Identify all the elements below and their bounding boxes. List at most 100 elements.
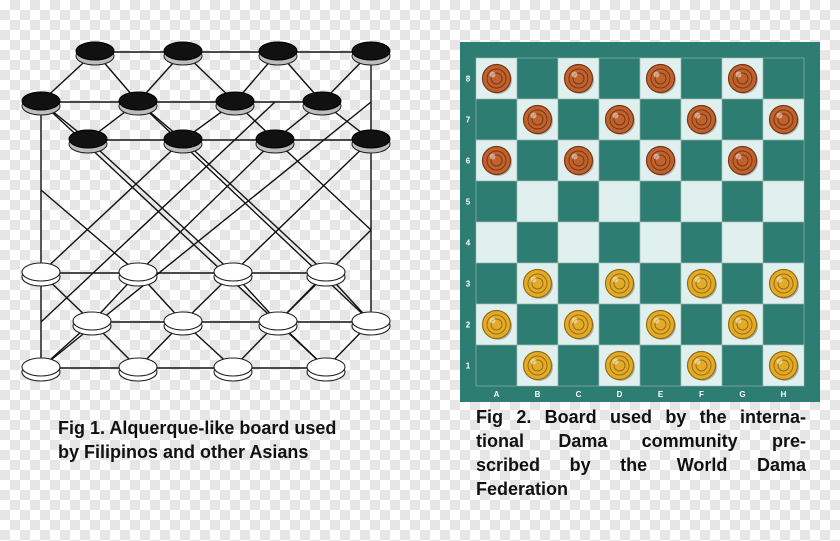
fig2-caption-line: scribed by the World Dama [476, 455, 806, 475]
file-label: F [699, 390, 704, 399]
board-square [762, 303, 805, 346]
board-square [762, 221, 805, 264]
rank-label: 6 [466, 157, 471, 166]
black-piece [118, 91, 158, 116]
rank-label: 1 [466, 362, 471, 371]
black-piece [351, 129, 391, 154]
file-label: B [535, 390, 541, 399]
board-square [680, 57, 723, 100]
board-square [598, 180, 641, 223]
rank-label: 8 [466, 75, 471, 84]
board-square [475, 344, 518, 387]
white-piece [163, 311, 203, 336]
white-piece [118, 262, 158, 287]
gold-piece [604, 350, 635, 381]
board-square [721, 344, 764, 387]
red-piece [768, 104, 799, 135]
board-square [557, 344, 600, 387]
board-square [475, 98, 518, 141]
white-piece [351, 311, 391, 336]
black-piece [163, 129, 203, 154]
board-square [639, 180, 682, 223]
red-piece [604, 104, 635, 135]
file-label: E [658, 390, 664, 399]
alquerque-board [21, 41, 391, 382]
board-square [680, 180, 723, 223]
black-piece [68, 129, 108, 154]
black-piece [75, 41, 115, 66]
red-piece [686, 104, 717, 135]
board-square [639, 344, 682, 387]
gold-piece [481, 309, 512, 340]
board-square [680, 221, 723, 264]
gold-piece [563, 309, 594, 340]
board-square [557, 180, 600, 223]
board-square [721, 221, 764, 264]
black-piece [163, 41, 203, 66]
red-piece [727, 63, 758, 94]
file-label: H [781, 390, 787, 399]
board-square [598, 139, 641, 182]
rank-label: 3 [466, 280, 471, 289]
red-piece [727, 145, 758, 176]
black-piece [215, 91, 255, 116]
white-piece [258, 311, 298, 336]
board-squares [475, 57, 805, 387]
black-piece [21, 91, 61, 116]
gold-piece [522, 268, 553, 299]
white-piece [21, 357, 61, 382]
board-square [475, 262, 518, 305]
gold-piece [522, 350, 553, 381]
board-square [475, 221, 518, 264]
black-piece [302, 91, 342, 116]
fig2-caption-line: tional Dama community pre- [476, 431, 806, 451]
board-square [680, 303, 723, 346]
rank-label: 2 [466, 321, 471, 330]
fig1-caption: Fig 1. Alquerque-like board used by Fili… [58, 416, 398, 464]
white-piece [306, 262, 346, 287]
gold-piece [727, 309, 758, 340]
board-square [516, 57, 559, 100]
gold-piece [768, 268, 799, 299]
board-square [721, 98, 764, 141]
red-piece [481, 63, 512, 94]
white-piece [213, 262, 253, 287]
black-piece [255, 129, 295, 154]
gold-piece [645, 309, 676, 340]
white-piece [118, 357, 158, 382]
board-square [762, 180, 805, 223]
gold-piece [686, 268, 717, 299]
fig1-caption-line: Fig 1. Alquerque-like board used [58, 418, 337, 438]
gold-piece [604, 268, 635, 299]
board-square [721, 262, 764, 305]
red-piece [522, 104, 553, 135]
fig2-caption-line: Fig 2. Board used by the interna- [476, 407, 806, 427]
white-piece [72, 311, 112, 336]
board-square [598, 303, 641, 346]
board-square [557, 221, 600, 264]
rank-label: 5 [466, 198, 471, 207]
board-square [639, 262, 682, 305]
red-piece [563, 145, 594, 176]
board-square [516, 303, 559, 346]
black-piece [258, 41, 298, 66]
white-piece [21, 262, 61, 287]
board-square [680, 139, 723, 182]
board-square [639, 221, 682, 264]
fig1-caption-line: by Filipinos and other Asians [58, 442, 309, 462]
white-piece [306, 357, 346, 382]
board-square [516, 139, 559, 182]
red-piece [645, 145, 676, 176]
red-piece [481, 145, 512, 176]
rank-label: 7 [466, 116, 471, 125]
gold-piece [768, 350, 799, 381]
board-square [598, 57, 641, 100]
board-square [598, 221, 641, 264]
board-square [639, 98, 682, 141]
board-square [475, 180, 518, 223]
board-square [557, 262, 600, 305]
board-square [762, 139, 805, 182]
file-label: A [494, 390, 500, 399]
black-piece [351, 41, 391, 66]
